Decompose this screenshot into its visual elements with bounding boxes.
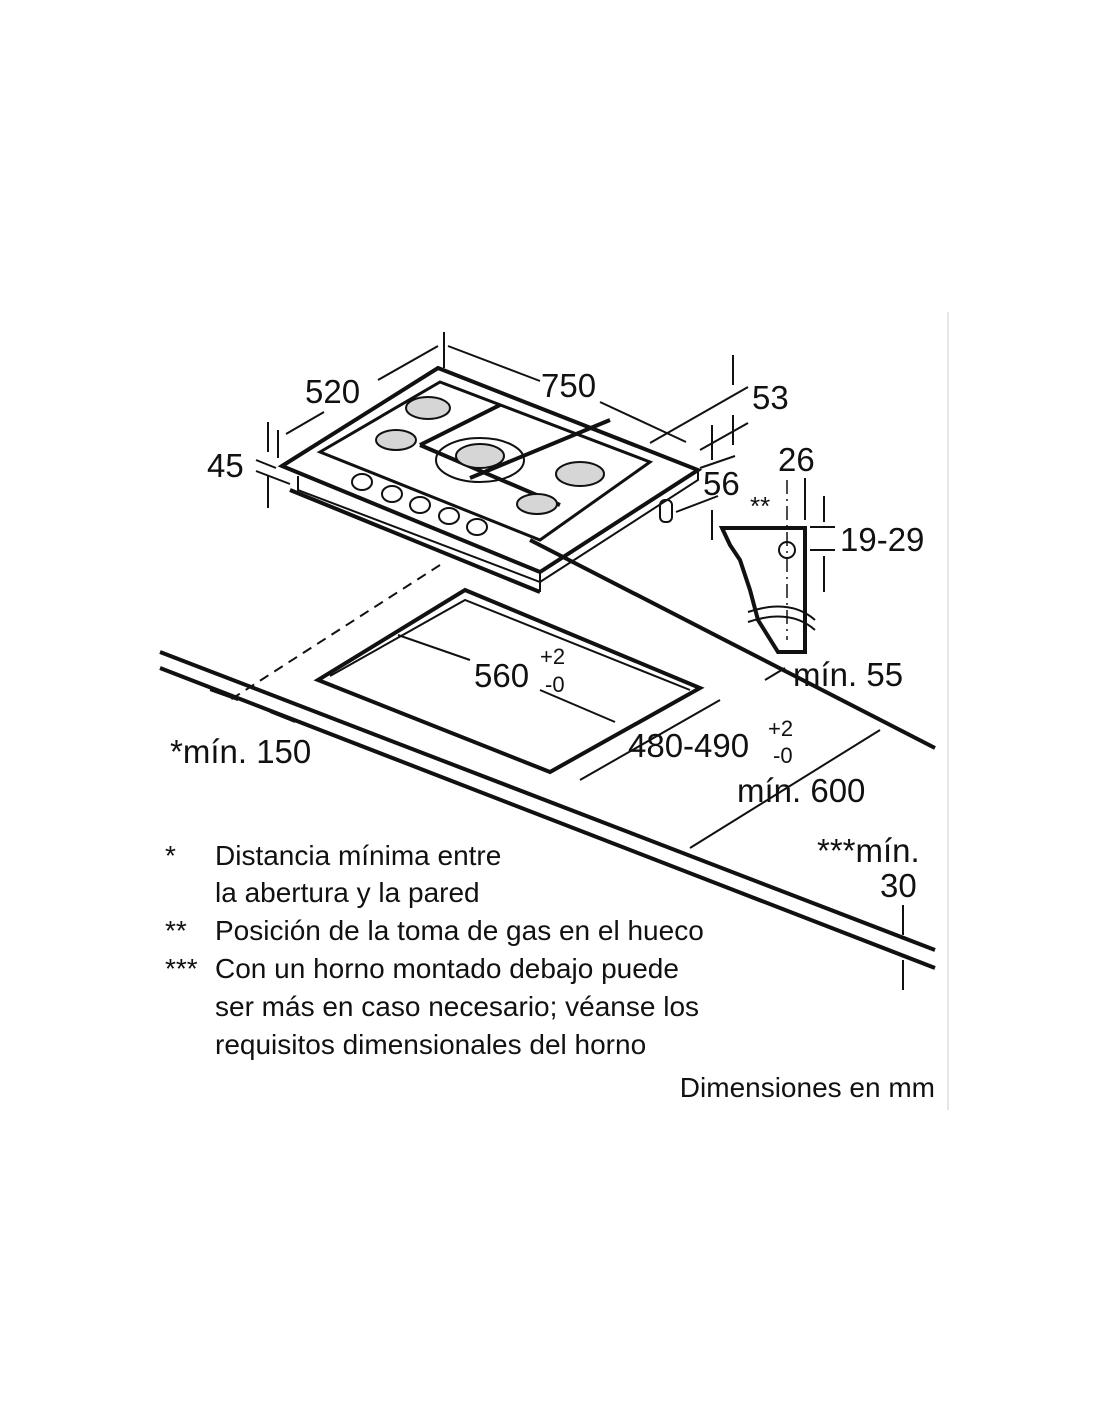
dim-min-150: *mín. 150 bbox=[170, 733, 311, 770]
legend: * Distancia mínima entre la abertura y l… bbox=[165, 840, 935, 1103]
gas-position-detail bbox=[718, 478, 835, 654]
legend-text: Posición de la toma de gas en el hueco bbox=[215, 915, 704, 946]
dim-cutout-width: 560 bbox=[474, 657, 529, 694]
gas-marker: ** bbox=[750, 491, 770, 521]
burner bbox=[516, 493, 558, 515]
burner bbox=[555, 461, 605, 487]
dim-53: 53 bbox=[752, 379, 789, 416]
dim-min-30: ***mín. bbox=[817, 832, 920, 869]
units-note: Dimensiones en mm bbox=[680, 1072, 935, 1103]
tol-plus: +2 bbox=[768, 716, 793, 741]
legend-text: Con un horno montado debajo puede bbox=[215, 953, 679, 984]
legend-marker: * bbox=[165, 840, 176, 871]
legend-text: Distancia mínima entre bbox=[215, 840, 501, 871]
dim-min-55: mín. 55 bbox=[793, 656, 903, 693]
dim-depth: 520 bbox=[305, 373, 360, 410]
burner bbox=[375, 429, 417, 451]
legend-text: requisitos dimensionales del horno bbox=[215, 1029, 646, 1060]
dimension-lines bbox=[209, 332, 904, 990]
legend-marker: *** bbox=[165, 953, 198, 984]
burner bbox=[405, 396, 451, 420]
dim-45: 45 bbox=[207, 447, 244, 484]
legend-text: la abertura y la pared bbox=[215, 877, 480, 908]
hob-top bbox=[277, 365, 703, 575]
dim-min-600: mín. 600 bbox=[737, 772, 865, 809]
control-knobs bbox=[351, 473, 488, 536]
burner-wok bbox=[455, 443, 505, 469]
gas-connector bbox=[659, 499, 673, 523]
dim-cutout-depth: 480-490 bbox=[628, 727, 749, 764]
dim-56: 56 bbox=[703, 465, 740, 502]
dim-min-30-value: 30 bbox=[880, 867, 917, 904]
dim-19-29: 19-29 bbox=[840, 521, 924, 558]
dim-26: 26 bbox=[778, 441, 815, 478]
cutout bbox=[313, 587, 705, 775]
gas-hob bbox=[277, 365, 703, 594]
dim-width: 750 bbox=[541, 367, 596, 404]
tol-plus: +2 bbox=[540, 644, 565, 669]
legend-marker: ** bbox=[165, 915, 187, 946]
tol-minus: -0 bbox=[545, 672, 565, 697]
legend-text: ser más en caso necesario; véanse los bbox=[215, 991, 699, 1022]
tol-minus: -0 bbox=[773, 743, 793, 768]
worktop bbox=[159, 538, 936, 970]
